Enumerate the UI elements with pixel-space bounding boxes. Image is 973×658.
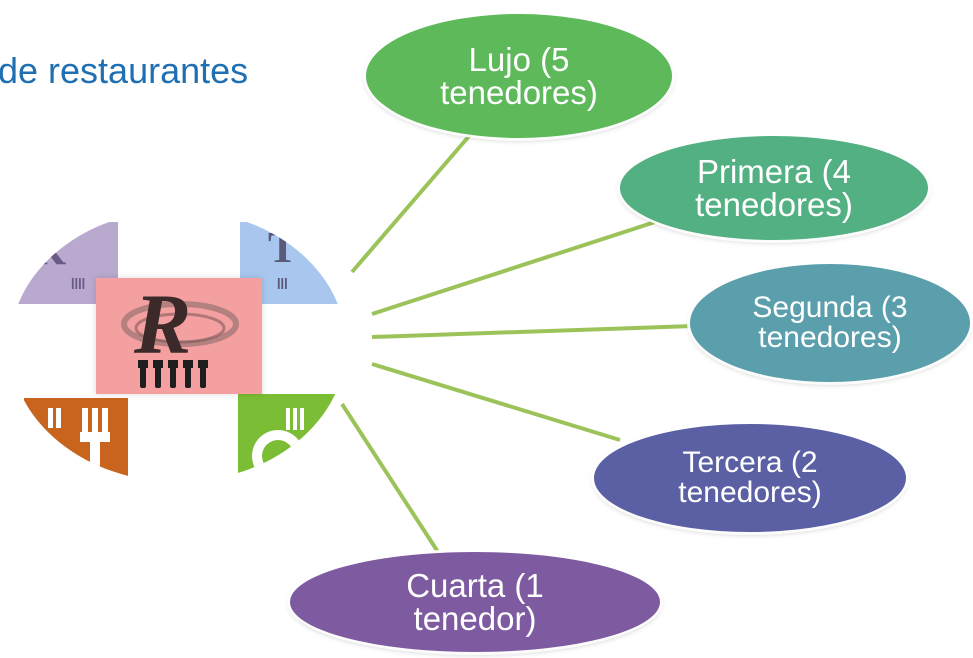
category-label-line1: Segunda (3 bbox=[752, 291, 908, 324]
connector-segunda bbox=[371, 324, 694, 339]
five-forks-icon bbox=[138, 360, 208, 388]
connector-primera bbox=[371, 220, 656, 316]
fork-tile-purple: K ıııı bbox=[18, 222, 118, 304]
category-label-line2: tenedor) bbox=[413, 600, 537, 637]
restaurant-logo-tile: R bbox=[96, 276, 262, 394]
category-label-line2: tenedores) bbox=[758, 321, 902, 354]
category-node-primera: Primera (4 tenedores) bbox=[620, 136, 928, 240]
category-label-line1: Cuarta (1 bbox=[406, 567, 544, 604]
category-node-lujo: Lujo (5 tenedores) bbox=[366, 14, 672, 138]
category-label-line1: Tercera (2 bbox=[682, 446, 818, 479]
swirl-decoration bbox=[121, 301, 239, 347]
category-label-line2: tenedores) bbox=[440, 74, 598, 111]
category-node-cuarta: Cuarta (1 tenedor) bbox=[290, 552, 660, 652]
plate-fork-icon bbox=[252, 408, 304, 482]
category-node-tercera: Tercera (2 tenedores) bbox=[594, 424, 906, 532]
category-label-line2: tenedores) bbox=[678, 476, 822, 509]
fork-icon bbox=[48, 408, 110, 482]
fork-tile-green bbox=[238, 394, 346, 482]
connector-lujo bbox=[350, 133, 472, 274]
fork-tile-orange bbox=[24, 398, 128, 482]
category-label-line2: tenedores) bbox=[695, 186, 853, 223]
category-label-line1: Primera (4 bbox=[696, 153, 851, 190]
page-title: de restaurantes bbox=[0, 50, 249, 91]
restaurant-hub-image: K ıııı T ııı R bbox=[10, 210, 346, 482]
connector-tercera bbox=[371, 362, 621, 442]
connector-cuarta bbox=[340, 402, 440, 554]
category-node-segunda: Segunda (3 tenedores) bbox=[690, 264, 970, 382]
category-label-line1: Lujo (5 bbox=[468, 41, 570, 78]
restaurant-r-logo: R bbox=[134, 276, 192, 372]
